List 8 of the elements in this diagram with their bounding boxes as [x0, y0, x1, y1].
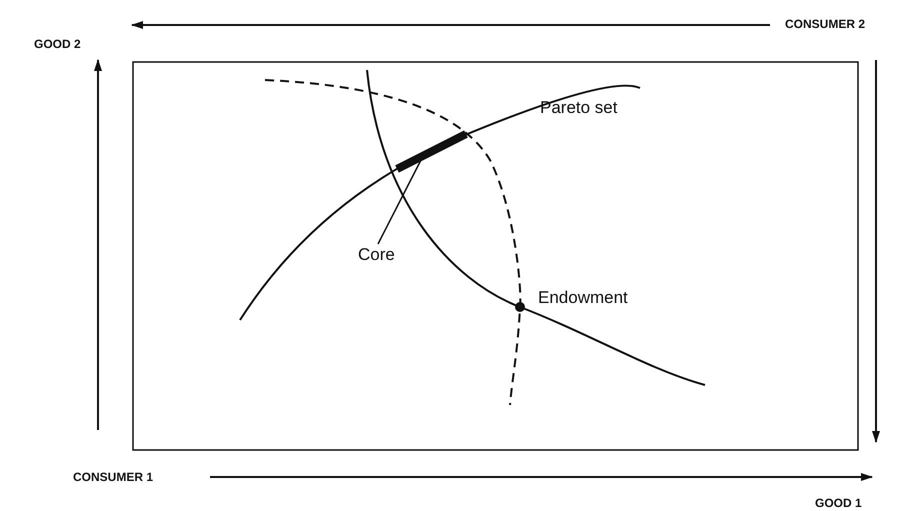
curve-label: Endowment — [538, 288, 628, 308]
axis-label: CONSUMER 2 — [785, 17, 866, 31]
axis-label: GOOD 2 — [34, 37, 81, 51]
callout-label: Core — [358, 245, 395, 265]
core-segment — [395, 130, 468, 173]
axis-label: GOOD 1 — [815, 496, 862, 510]
curve-label: Pareto set — [540, 98, 618, 118]
axis-label: CONSUMER 1 — [73, 470, 154, 484]
